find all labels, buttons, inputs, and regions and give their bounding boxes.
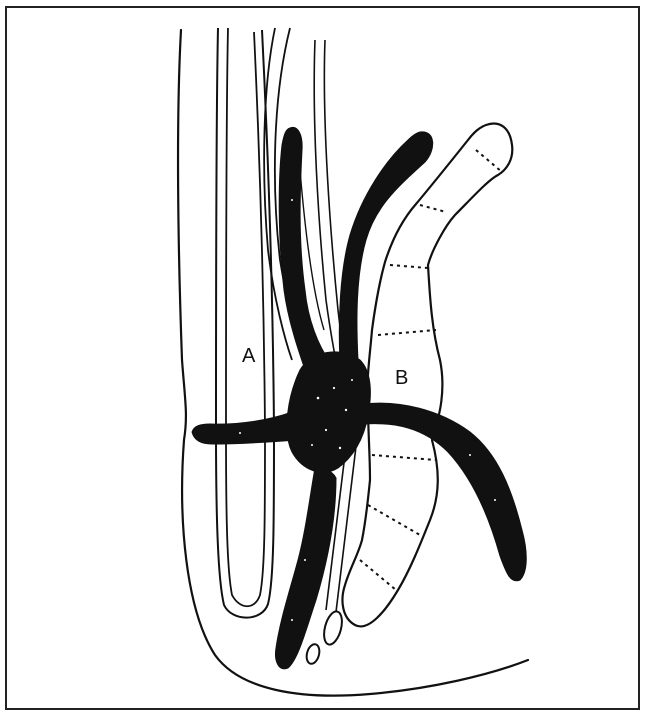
- organ-a-inner-wall: [226, 28, 265, 606]
- muscle-left-horizontal-arm: [192, 412, 296, 444]
- small-oval-1: [321, 610, 345, 647]
- muscle-central-body: [287, 352, 370, 473]
- small-oval-2: [305, 643, 322, 665]
- label-b: B: [395, 367, 408, 389]
- label-a: A: [242, 345, 256, 367]
- muscle-lower-arm: [276, 462, 337, 669]
